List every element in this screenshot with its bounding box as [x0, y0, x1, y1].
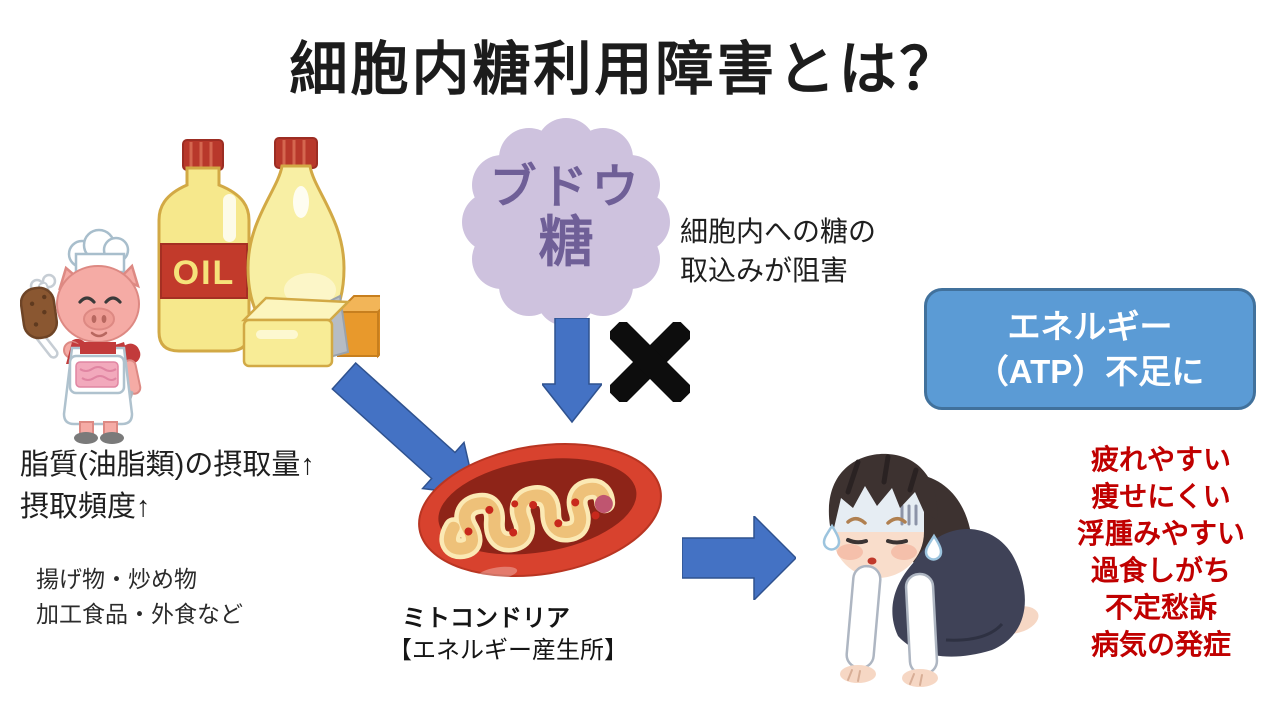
symptom-item: 病気の発症 — [1090, 629, 1231, 660]
uptake-note-line1: 細胞内への糖の — [680, 216, 877, 247]
pig-chef-icon — [20, 228, 142, 444]
oil-label: OIL — [173, 254, 236, 292]
uptake-blocked-note: 細胞内への糖の 取込みが阻害 — [680, 212, 876, 290]
energy-atp-box: エネルギー （ATP）不足に — [924, 288, 1256, 410]
mitochondria-icon — [418, 442, 662, 581]
mitochondria-label: ミトコンドリア 【エネルギー産生所】 — [388, 603, 628, 667]
energy-box-line2: （ATP）不足に — [975, 353, 1205, 390]
glucose-label-line2: 糖 — [538, 210, 594, 273]
mitochondria-role: 【エネルギー産生所】 — [388, 637, 628, 664]
mitochondria-name: ミトコンドリア — [402, 605, 570, 632]
butter-icon — [240, 294, 380, 368]
down-arrow-icon — [542, 318, 602, 424]
glucose-label-line1: ブドウ — [489, 160, 643, 213]
glucose-badge-label: ブドウ 糖 — [456, 160, 676, 273]
oil-bottle-icon: OIL — [157, 139, 251, 353]
symptom-item: 痩せにくい — [1091, 481, 1231, 512]
fat-foods-illustration: OIL — [20, 137, 380, 444]
exhausted-woman-icon — [822, 453, 1039, 687]
blocked-x-icon — [610, 322, 690, 402]
food-note-line2: 加工食品・外食など — [36, 601, 243, 627]
symptom-item: 浮腫みやすい — [1076, 518, 1245, 549]
food-note-line1: 揚げ物・炒め物 — [36, 566, 197, 592]
symptom-item: 不定愁訴 — [1104, 592, 1217, 623]
symptom-item: 疲れやすい — [1090, 444, 1231, 475]
uptake-note-line2: 取込みが阻害 — [680, 255, 849, 286]
symptoms-list: 疲れやすい 痩せにくい 浮腫みやすい 過食しがち 不定愁訴 病気の発症 — [1040, 441, 1280, 663]
right-arrow-icon — [682, 516, 796, 600]
symptom-item: 過食しがち — [1090, 555, 1231, 586]
energy-box-line1: エネルギー — [1007, 308, 1173, 345]
food-examples-note: 揚げ物・炒め物 加工食品・外食など — [36, 562, 243, 632]
lipid-note-line1: 脂質(油脂類)の摂取量↑ — [20, 449, 315, 481]
lipid-intake-note: 脂質(油脂類)の摂取量↑ 摂取頻度↑ — [20, 444, 315, 528]
lipid-note-line2: 摂取頻度↑ — [20, 491, 151, 523]
glucose-badge-icon — [462, 118, 670, 326]
page-title: 細胞内糖利用障害とは？ — [289, 37, 961, 102]
